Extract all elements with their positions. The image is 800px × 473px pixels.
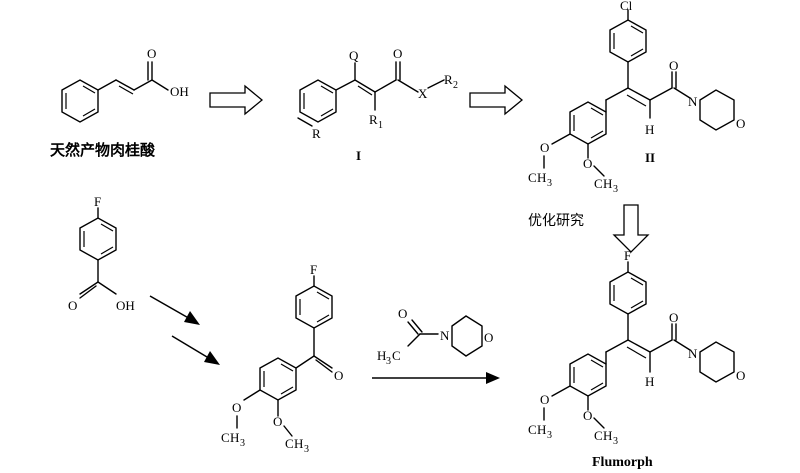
atom-label: O [484, 330, 493, 345]
atom-label: Q [349, 48, 359, 63]
subscript: 3 [304, 444, 309, 455]
compound-I-label: I [356, 148, 361, 163]
atom-label: O [393, 46, 402, 61]
atom-label: N [688, 346, 698, 361]
cinnamic-acid-label: 天然产物肉桂酸 [50, 141, 156, 159]
subscript: 3 [386, 356, 391, 367]
atom-label: R [312, 126, 321, 141]
atom-label: C [528, 422, 537, 437]
compound-II-label: II [645, 150, 655, 165]
fluorobenzoic-acid-structure: F O OH [68, 194, 135, 313]
compound-I-structure: Q O X R 2 R 1 R [297, 46, 458, 141]
atom-label: C [285, 436, 294, 451]
atom-label: H [537, 170, 546, 185]
atom-label: H [537, 422, 546, 437]
atom-label: O [147, 46, 156, 61]
optimization-label: 优化研究 [528, 213, 584, 229]
reaction-arrow [171, 335, 220, 365]
subscript: 3 [613, 184, 618, 195]
subscript: 3 [547, 178, 552, 189]
flumorph-structure: F O H N O O C H 3 O C H 3 [528, 248, 745, 447]
acetylmorpholine-reagent: O H 3 C N O [377, 306, 493, 367]
atom-label: F [624, 248, 631, 263]
atom-label: O [736, 368, 745, 383]
compound-II-structure: Cl O H N O O C H 3 O C H 3 [528, 0, 745, 195]
benzophenone-intermediate: F O O C H 3 O C H 3 [221, 262, 343, 455]
atom-label: N [440, 328, 450, 343]
atom-label: OH [116, 298, 135, 313]
atom-label: O [540, 392, 549, 407]
atom-label: H [645, 374, 654, 389]
atom-label: H [603, 428, 612, 443]
hollow-down-arrow [612, 204, 650, 253]
atom-label: C [528, 170, 537, 185]
atom-label: O [232, 400, 241, 415]
atom-label: O [583, 156, 592, 171]
atom-label: O [583, 408, 592, 423]
atom-label: H [603, 176, 612, 191]
atom-label: O [540, 140, 549, 155]
atom-label: O [669, 310, 678, 325]
flumorph-label: Flumorph [592, 455, 653, 470]
subscript: 3 [240, 438, 245, 449]
atom-label: O [398, 306, 407, 321]
hollow-arrow [209, 84, 264, 116]
atom-label: O [68, 298, 77, 313]
atom-label: F [94, 194, 101, 209]
atom-label: R [369, 112, 378, 127]
hollow-arrow [469, 84, 524, 116]
atom-label: C [221, 430, 230, 445]
subscript: 3 [613, 436, 618, 447]
atom-label: F [310, 262, 317, 277]
subscript: 2 [453, 80, 458, 91]
atom-label: N [688, 94, 698, 109]
cinnamic-acid-structure: O OH [61, 46, 189, 123]
subscript: 1 [378, 120, 383, 131]
subscript: 3 [547, 430, 552, 441]
atom-label: OH [170, 84, 189, 99]
atom-label: R [444, 72, 453, 87]
atom-label: C [392, 348, 401, 363]
atom-label: O [736, 116, 745, 131]
atom-label: C [594, 428, 603, 443]
atom-label: C [594, 176, 603, 191]
atom-label: H [645, 122, 654, 137]
atom-label: O [273, 414, 282, 429]
reaction-arrow [149, 295, 200, 325]
atom-label: H [230, 430, 239, 445]
atom-label: H [294, 436, 303, 451]
atom-label: O [334, 368, 343, 383]
atom-label: Cl [620, 0, 633, 13]
atom-label: H [377, 348, 386, 363]
atom-label: X [418, 86, 428, 101]
reaction-arrow [372, 372, 500, 384]
atom-label: O [669, 58, 678, 73]
